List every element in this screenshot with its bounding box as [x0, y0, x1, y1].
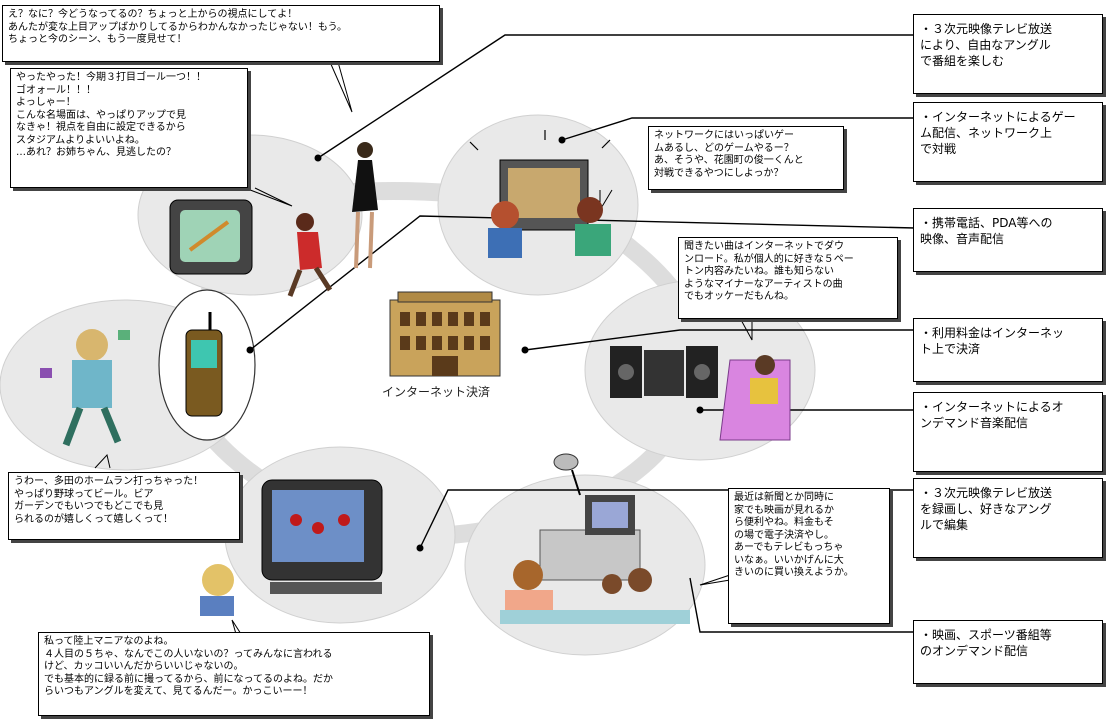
feature-box-3d-tv: ・３次元映像テレビ放送 により、自由なアングル で番組を楽しむ — [913, 14, 1103, 94]
feature-box-music-on-demand: ・インターネットによるオ ンデマンド音楽配信 — [913, 392, 1103, 472]
feature-box-mobile-delivery: ・携帯電話、PDA等への 映像、音声配信 — [913, 208, 1103, 272]
connector-dots — [246, 136, 704, 552]
speech-bubble-baseball: うわー、多田のホームラン打っちゃった！ やっぱり野球ってビール。ビア ガーデンで… — [8, 472, 240, 540]
family-illustration — [500, 453, 690, 624]
speech-bubble-sports: 私って陸上マニアなのよね。 ４人目の５ちゃ、なんでこの人いないの？ってみんなに言… — [38, 632, 430, 716]
feature-box-internet-payment: ・利用料金はインターネッ ト上で決済 — [913, 318, 1103, 382]
feature-box-game-delivery: ・インターネットによるゲー ム配信、ネットワーク上 で対戦 — [913, 102, 1103, 182]
game-illustration — [469, 130, 611, 258]
speech-bubble-goal: やったやった！今期３打目ゴール一つ！！ ゴオォール！！！ よっしゃー！ こんな名… — [10, 68, 248, 188]
speech-bubble-top: え？なに？今どうなってるの？ちょっと上からの視点にしてよ！ あんたが変な上目アッ… — [2, 5, 440, 62]
living-room-illustration — [169, 142, 378, 297]
speech-bubble-music: 聞きたい曲はインターネットでダウ ンロード。私が個人的に好きな５ペー トン内容み… — [678, 237, 898, 319]
feature-box-movie-on-demand: ・映画、スポーツ番組等 のオンデマンド配信 — [913, 620, 1103, 684]
mobile-illustration — [40, 312, 223, 447]
settlement-building-illustration — [389, 291, 501, 377]
music-illustration — [610, 346, 791, 441]
stadium-tv-illustration — [200, 479, 383, 616]
speech-bubble-game: ネットワークにはいっぱいゲー ムあるし、どのゲームやるー？ あ、そうや、花園町の… — [648, 126, 844, 190]
settlement-caption: インターネット決済 — [382, 385, 491, 399]
speech-bubble-family: 最近は新聞とか同時に 家でも映画が見れるか ら便利やね。料金もそ の場で電子決済… — [728, 488, 890, 624]
feature-box-3d-record-edit: ・３次元映像テレビ放送 を録画し、好きなアング ルで編集 — [913, 478, 1103, 558]
